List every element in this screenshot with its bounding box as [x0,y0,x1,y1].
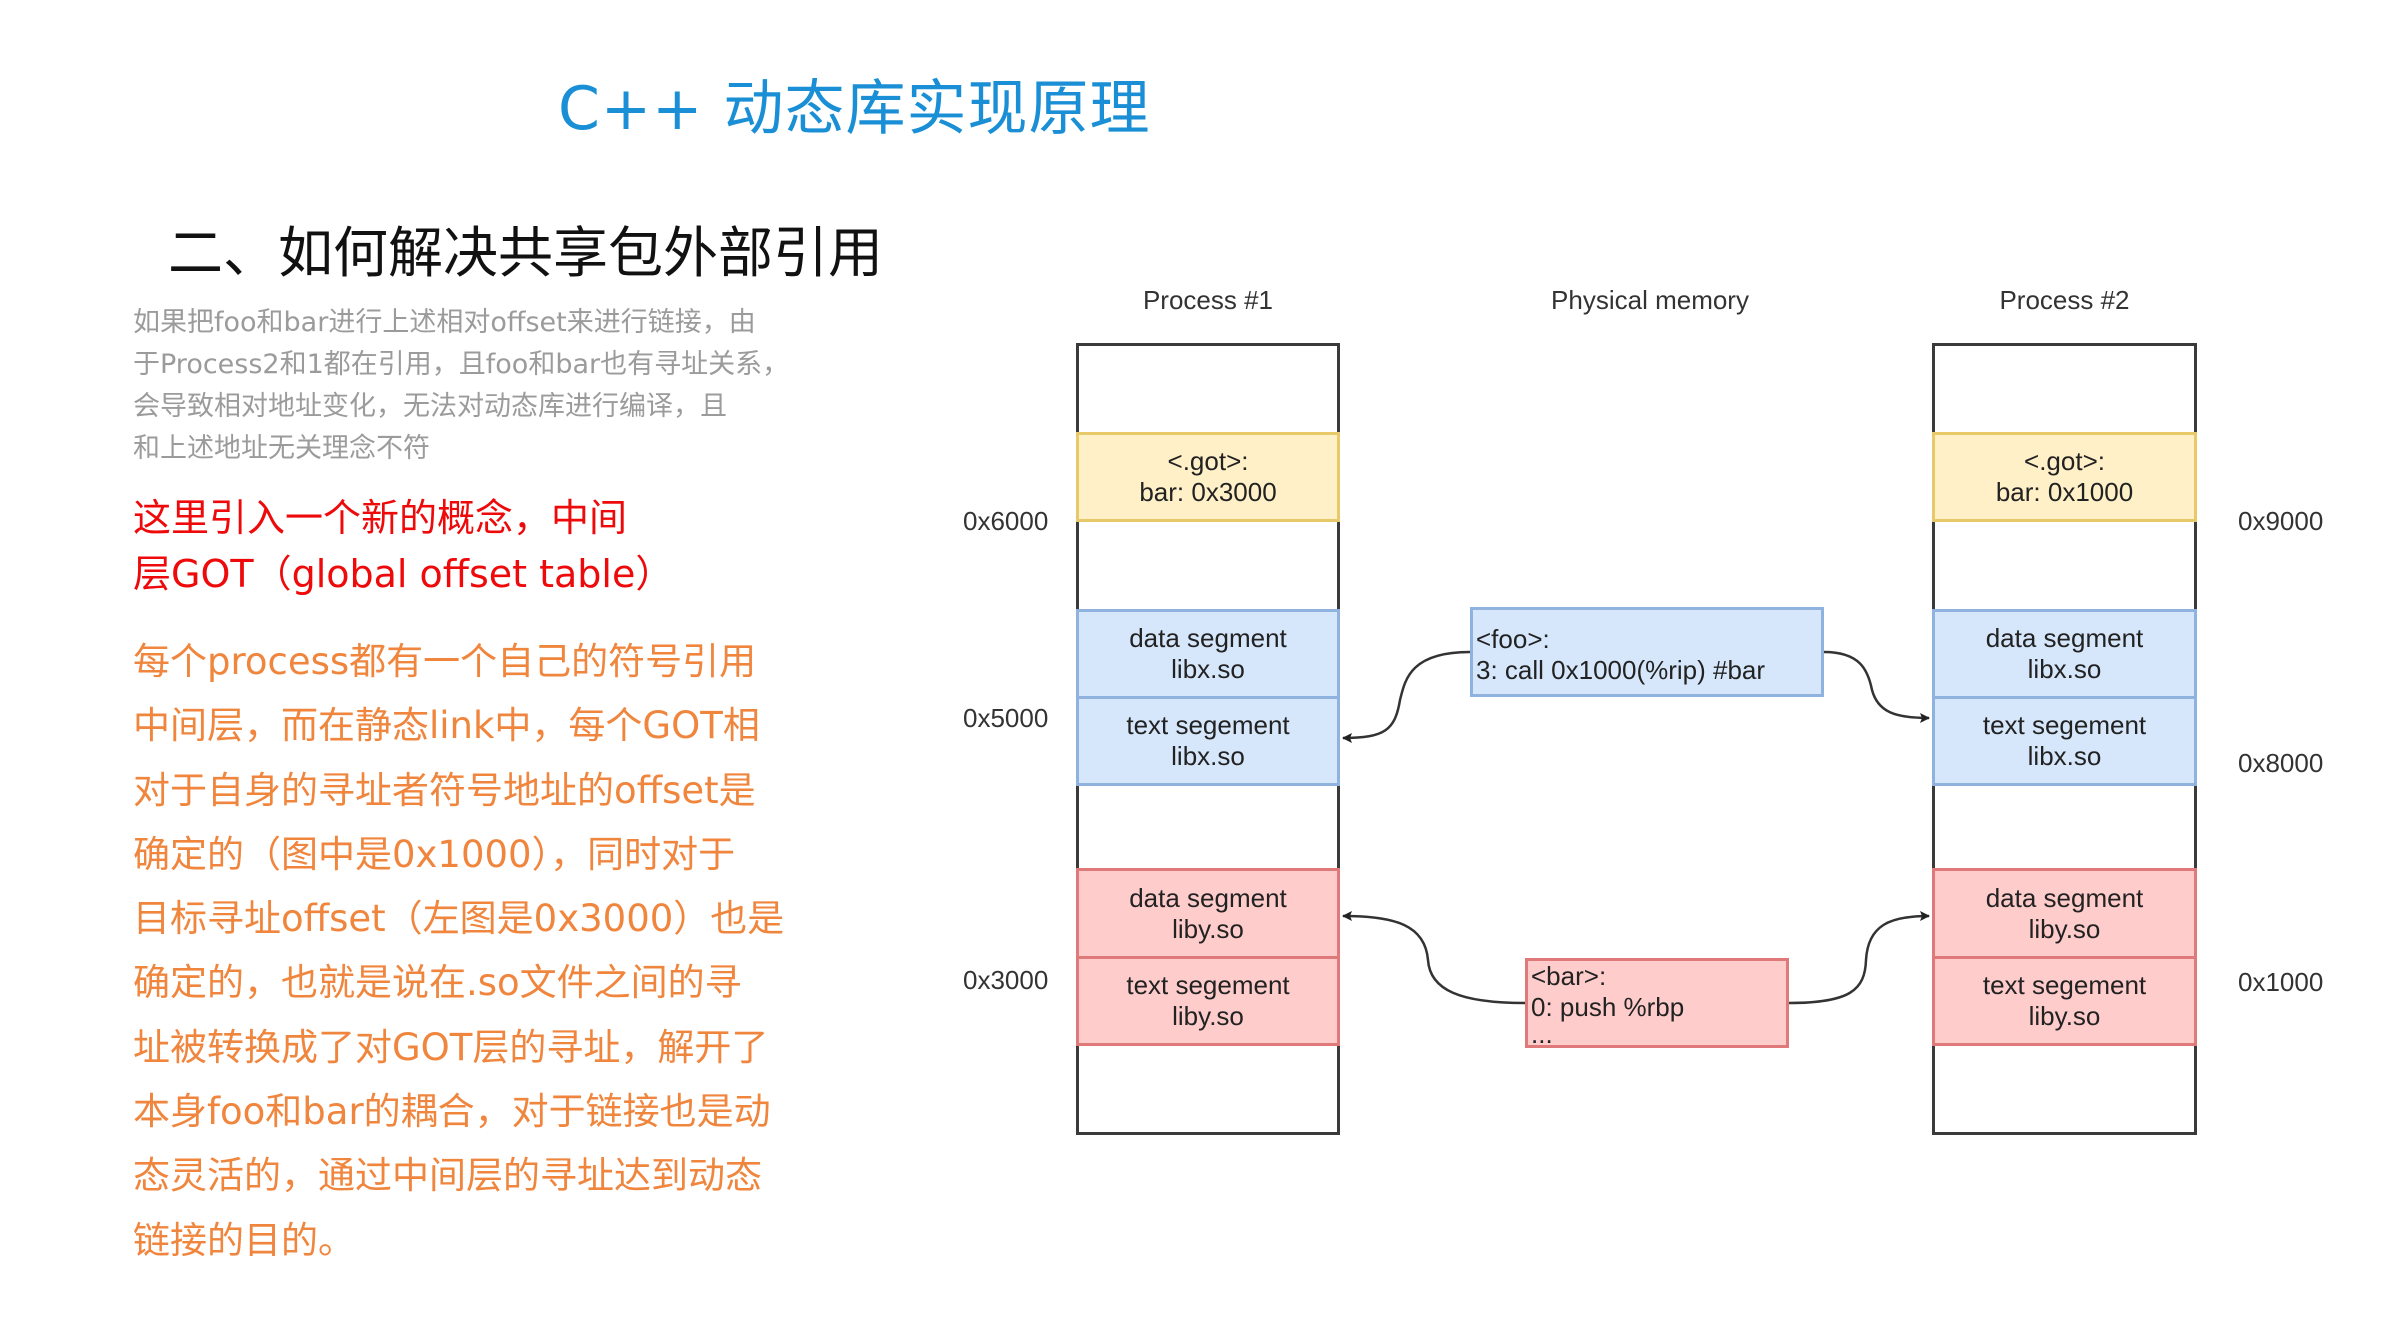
section-heading: 二、如何解决共享包外部引用 [168,221,884,285]
segment-library: liby.so [2028,913,2101,944]
process2-liby-text-segment: text segement liby.so [1932,956,2197,1046]
bar-to-process1-liby-arrow [1342,911,1526,1005]
segment-library: libx.so [1171,741,1245,771]
explanation-line: 目标寻址offset（左图是0x3000）也是 [133,897,785,941]
process2-libx-address: 0x8000 [2238,748,2324,778]
segment-library: liby.so [1172,1001,1244,1031]
process1-liby-address: 0x3000 [963,965,1049,995]
segment-library: libx.so [2027,741,2102,771]
explanation-line: 中间层，而在静态link中，每个GOT相 [133,704,760,748]
process2-libx-text-segment: text segement libx.so [1932,696,2197,786]
process2-liby-data-segment: data segment liby.so [1932,868,2197,959]
foo-to-process2-libx-arrow [1823,650,1930,723]
segment-library: liby.so [1172,913,1244,944]
segment-type: text segement [1126,710,1290,740]
process2-got-address: 0x9000 [2238,506,2324,536]
problem-line: 会导致相对地址变化，无法对动态库进行编译，且 [133,391,727,422]
page-title: C++ 动态库实现原理 [558,74,1151,144]
explanation-line: 态灵活的，通过中间层的寻址达到动态 [133,1154,762,1198]
concept-line: 层GOT（global offset table） [133,552,674,596]
segment-type: data segment [1129,882,1287,913]
segment-type: text segement [1982,970,2147,1000]
got-label: <.got>: [1167,446,1249,476]
process1-label: Process #1 [1142,285,1274,315]
process1-libx-address: 0x5000 [963,703,1049,733]
process1-address-space: <.got>: bar: 0x3000 data segment libx.so… [1076,343,1340,1135]
problem-line: 和上述地址无关理念不符 [133,433,430,464]
got-explanation: 每个process都有一个自己的符号引用 中间层，而在静态link中，每个GOT… [133,630,893,1273]
segment-type: data segment [1985,882,2144,913]
problem-description: 如果把foo和bar进行上述相对offset来进行链接，由 于Process2和… [133,302,853,470]
got-entry: bar: 0x1000 [1995,477,2134,507]
process1-got-address: 0x6000 [963,506,1049,536]
explanation-line: 链接的目的。 [133,1218,355,1262]
process2-got-segment: <.got>: bar: 0x1000 [1932,432,2197,522]
explanation-line: 对于自身的寻址者符号地址的offset是 [133,768,756,812]
got-entry: bar: 0x3000 [1139,477,1277,507]
segment-type: text segement [1982,710,2147,740]
foo-to-process1-libx-arrow [1342,650,1471,743]
bar-ellipsis: ... [1531,1019,1553,1049]
process1-got-segment: <.got>: bar: 0x3000 [1076,432,1340,522]
bar-code-box: <bar>: 0: push %rbp ... [1525,958,1789,1048]
physical-memory-label: Physical memory [1551,285,1749,315]
foo-symbol: <foo>: [1476,624,1550,654]
concept-line: 这里引入一个新的概念，中间 [133,496,628,540]
process2-libx-data-segment: data segment libx.so [1932,609,2197,699]
bar-instruction: 0: push %rbp [1531,992,1685,1022]
segment-library: libx.so [1171,654,1245,684]
segment-library: liby.so [2028,1001,2101,1031]
problem-line: 如果把foo和bar进行上述相对offset来进行链接，由 [133,307,756,338]
foo-instruction: 3: call 0x1000(%rip) #bar [1476,655,1766,685]
segment-type: text segement [1126,970,1290,1000]
process2-label: Process #2 [1999,285,2130,315]
explanation-line: 本身foo和bar的耦合，对于链接也是动 [133,1090,771,1134]
process1-liby-text-segment: text segement liby.so [1076,956,1340,1046]
process2-liby-address: 0x1000 [2238,967,2324,997]
bar-symbol: <bar>: [1531,961,1607,991]
process2-address-space: <.got>: bar: 0x1000 data segment libx.so… [1932,343,2197,1135]
segment-library: libx.so [2027,654,2102,684]
segment-type: data segment [1985,623,2144,653]
got-label: <.got>: [2024,446,2105,476]
process1-libx-text-segment: text segement libx.so [1076,696,1340,786]
bar-to-process2-liby-arrow [1788,911,1930,1005]
problem-line: 于Process2和1都在引用，且foo和bar也有寻址关系， [133,349,790,380]
segment-type: data segment [1129,623,1287,653]
explanation-line: 址被转换成了对GOT层的寻址，解开了 [133,1025,769,1069]
explanation-line: 每个process都有一个自己的符号引用 [133,640,757,683]
got-concept-intro: 这里引入一个新的概念，中间 层GOT（global offset table） [133,490,853,602]
explanation-line: 确定的，也就是说在.so文件之间的寻 [133,961,742,1005]
foo-code-box: <foo>: 3: call 0x1000(%rip) #bar [1470,607,1824,697]
explanation-line: 确定的（图中是0x1000），同时对于 [133,832,736,876]
process1-libx-data-segment: data segment libx.so [1076,609,1340,699]
process1-liby-data-segment: data segment liby.so [1076,868,1340,959]
